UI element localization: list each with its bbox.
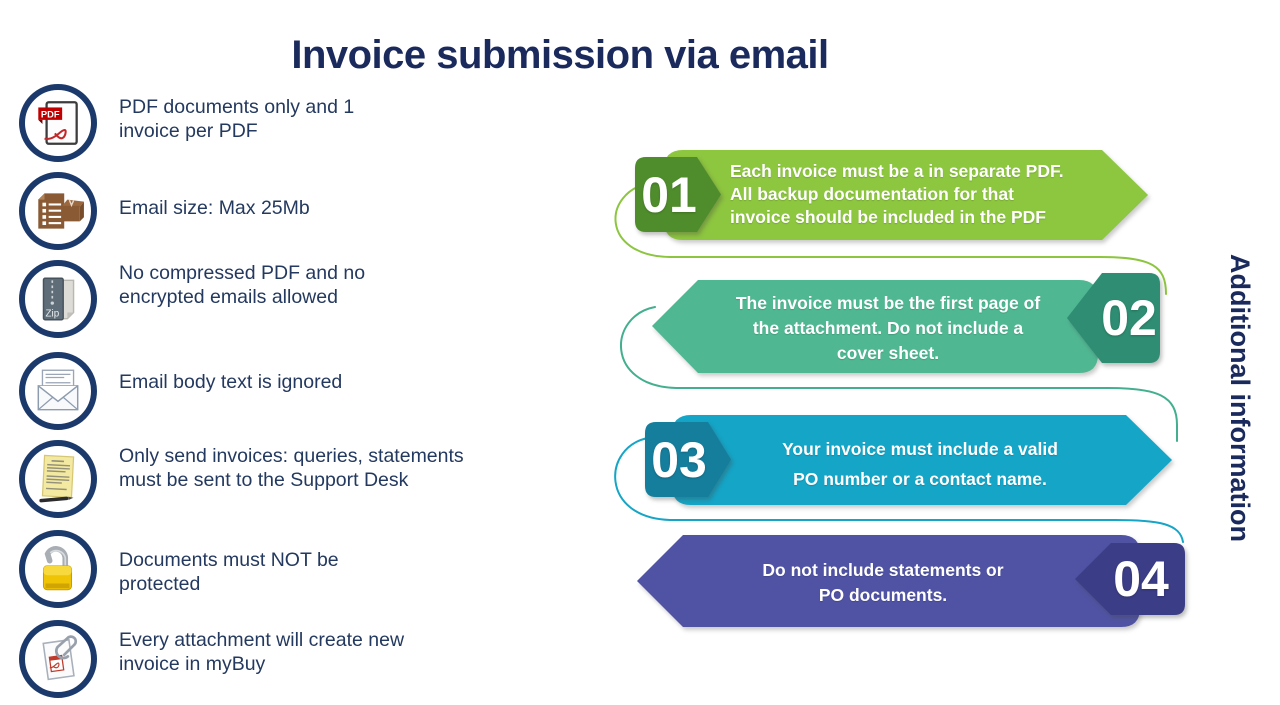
step1-text: Each invoice must be a in separate PDF. … — [730, 161, 1064, 227]
paperclip-attachment-icon — [42, 635, 78, 681]
connector-step1-step2 — [614, 182, 1167, 295]
page-title: Invoice submission via email — [291, 32, 829, 77]
step4-number: 04 — [1113, 551, 1169, 607]
svg-text:Zip: Zip — [46, 309, 60, 320]
open-padlock-icon — [42, 546, 72, 591]
connector-step3-step4 — [614, 437, 1184, 543]
rule-text-only-invoices: Only send invoices: queries, statements … — [119, 445, 464, 491]
step1-banner-shape — [664, 150, 1148, 240]
step3-number-badge — [645, 422, 731, 497]
email-size-icon — [38, 193, 84, 229]
rule-circle-note — [19, 440, 97, 518]
rule-circle-lock — [19, 530, 97, 608]
rule-circle-pdf: PDF — [19, 84, 97, 162]
step1-number-badge — [635, 157, 721, 232]
pdf-document-icon: PDF — [38, 101, 78, 145]
step1-number: 01 — [641, 166, 697, 223]
rule-text-body-ignored: Email body text is ignored — [119, 371, 343, 393]
step2-number: 02 — [1101, 290, 1157, 346]
step3-number: 03 — [651, 431, 707, 488]
note-and-pen-icon — [39, 454, 75, 503]
step3-banner-shape — [672, 415, 1172, 505]
step2-number-badge — [1067, 273, 1160, 363]
rule-text-not-protected: Documents must NOT be protected — [119, 549, 339, 595]
zip-folder-icon: Zip — [42, 277, 75, 321]
rule-circle-zip: Zip — [19, 260, 97, 338]
step4-number-badge — [1075, 543, 1185, 615]
rule-text-email-size: Email size: Max 25Mb — [119, 197, 310, 219]
svg-text:PDF: PDF — [41, 109, 60, 119]
rule-text-new-invoice: Every attachment will create new invoice… — [119, 629, 405, 675]
additional-information-label: Additional information — [1225, 254, 1255, 542]
rule-circle-envelope — [19, 352, 97, 430]
rule-text-no-compressed: No compressed PDF and no encrypted email… — [119, 262, 366, 308]
step4-text: Do not include statements or PO document… — [762, 560, 1004, 605]
open-envelope-icon — [37, 369, 79, 411]
step2-banner-shape — [652, 280, 1098, 373]
step2-text: The invoice must be the first page of th… — [735, 293, 1041, 363]
rule-circle-email-size — [19, 172, 97, 250]
rule-text-pdf-only: PDF documents only and 1 invoice per PDF — [119, 96, 355, 142]
rule-circle-attachment — [19, 620, 97, 698]
step4-banner-shape — [637, 535, 1140, 627]
step3-text: Your invoice must include a valid PO num… — [782, 439, 1058, 489]
connector-step2-step3 — [620, 306, 1178, 442]
